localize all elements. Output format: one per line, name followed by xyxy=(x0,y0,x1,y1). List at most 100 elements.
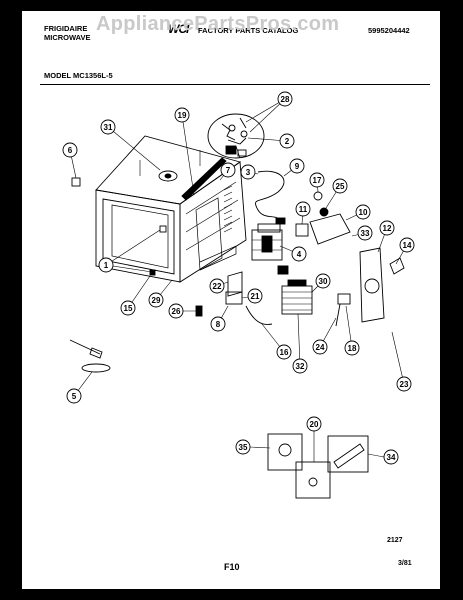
callout-25: 25 xyxy=(332,178,348,194)
callout-20: 20 xyxy=(306,416,322,432)
parts-sheet xyxy=(22,11,440,589)
callout-29: 29 xyxy=(148,292,164,308)
svg-text:31: 31 xyxy=(104,123,113,132)
page-label: F10 xyxy=(224,562,240,572)
fan-motor xyxy=(359,247,385,323)
wire-harness xyxy=(245,305,273,325)
svg-text:25: 25 xyxy=(336,182,345,191)
cavity-assembly xyxy=(95,135,247,283)
callout-32: 32 xyxy=(292,358,308,374)
callout-19: 19 xyxy=(174,107,190,123)
svg-text:10: 10 xyxy=(359,208,368,217)
svg-text:2: 2 xyxy=(285,137,290,146)
part-box-35 xyxy=(267,433,303,471)
callout-1: 1 xyxy=(98,257,114,273)
callout-15: 15 xyxy=(120,300,136,316)
callout-24: 24 xyxy=(312,339,328,355)
drawing-number: 2127 xyxy=(387,537,403,544)
svg-text:20: 20 xyxy=(310,420,319,429)
svg-text:12: 12 xyxy=(383,224,392,233)
callout-2: 2 xyxy=(279,133,295,149)
svg-text:28: 28 xyxy=(281,95,290,104)
catalog-title: FACTORY PARTS CATALOG xyxy=(198,26,299,35)
svg-text:6: 6 xyxy=(68,146,73,155)
svg-text:8: 8 xyxy=(216,320,221,329)
transformer xyxy=(251,223,283,261)
svg-text:35: 35 xyxy=(239,443,248,452)
callout-16: 16 xyxy=(276,344,292,360)
fan-blade xyxy=(389,257,405,275)
latch-assembly xyxy=(207,113,265,159)
svg-text:14: 14 xyxy=(403,241,412,250)
callout-6: 6 xyxy=(62,142,78,158)
svg-text:24: 24 xyxy=(316,343,325,352)
watermark: AppliancePartsPros.com xyxy=(96,13,340,35)
switch-11 xyxy=(295,223,309,237)
callout-26: 26 xyxy=(168,303,184,319)
revision-date: 3/81 xyxy=(398,560,412,567)
bracket-10 xyxy=(309,213,351,245)
callout-3: 3 xyxy=(240,164,256,180)
svg-text:15: 15 xyxy=(124,304,133,313)
svg-text:7: 7 xyxy=(226,166,231,175)
callout-5: 5 xyxy=(66,388,82,404)
callout-21: 21 xyxy=(247,288,263,304)
callout-17: 17 xyxy=(309,172,325,188)
svg-text:34: 34 xyxy=(387,453,396,462)
wci-logo: WCI xyxy=(168,22,189,36)
leader-lines xyxy=(69,98,408,462)
svg-text:32: 32 xyxy=(296,362,305,371)
callout-10: 10 xyxy=(355,204,371,220)
callout-8: 8 xyxy=(210,316,226,332)
callout-9: 9 xyxy=(289,158,305,174)
screw-26 xyxy=(195,305,203,317)
callout-4: 4 xyxy=(291,246,307,262)
svg-text:22: 22 xyxy=(213,282,222,291)
svg-text:4: 4 xyxy=(297,250,302,259)
part-box-34 xyxy=(327,435,369,473)
model-number: MODEL MC1356L-5 xyxy=(44,71,113,80)
callout-7: 7 xyxy=(220,162,236,178)
magnetron xyxy=(281,279,313,315)
callout-14: 14 xyxy=(399,237,415,253)
svg-text:11: 11 xyxy=(299,205,308,214)
svg-text:1: 1 xyxy=(104,261,109,270)
callout-31: 31 xyxy=(100,119,116,135)
hinge-6 xyxy=(71,177,81,187)
callout-28: 28 xyxy=(277,91,293,107)
callout-35: 35 xyxy=(235,439,251,455)
svg-text:26: 26 xyxy=(172,307,181,316)
callout-22: 22 xyxy=(209,278,225,294)
callout-23: 23 xyxy=(396,376,412,392)
power-cord xyxy=(255,170,285,221)
svg-text:3: 3 xyxy=(246,168,251,177)
probe-5 xyxy=(69,339,103,359)
svg-text:29: 29 xyxy=(152,296,161,305)
svg-text:16: 16 xyxy=(280,348,289,357)
svg-text:30: 30 xyxy=(319,277,328,286)
svg-text:33: 33 xyxy=(361,229,370,238)
thermal-25 xyxy=(319,207,329,217)
svg-text:21: 21 xyxy=(251,292,260,301)
svg-text:23: 23 xyxy=(400,380,409,389)
callout-12: 12 xyxy=(379,220,395,236)
brand-line-1: FRIGIDAIRE xyxy=(44,24,88,33)
header-rule xyxy=(40,84,430,85)
callout-18: 18 xyxy=(344,340,360,356)
brand-line-2: MICROWAVE xyxy=(44,33,91,42)
switch-18 xyxy=(337,293,351,305)
catalog-number: 5995204442 xyxy=(368,26,410,35)
callout-34: 34 xyxy=(383,449,399,465)
fuse-17 xyxy=(313,191,323,201)
svg-text:5: 5 xyxy=(72,392,77,401)
svg-text:17: 17 xyxy=(313,176,322,185)
part-box-20 xyxy=(295,461,331,499)
callout-33: 33 xyxy=(357,225,373,241)
svg-text:18: 18 xyxy=(348,344,357,353)
svg-text:9: 9 xyxy=(295,162,300,171)
callout-11: 11 xyxy=(295,201,311,217)
callout-30: 30 xyxy=(315,273,331,289)
cord-plug xyxy=(275,217,286,225)
